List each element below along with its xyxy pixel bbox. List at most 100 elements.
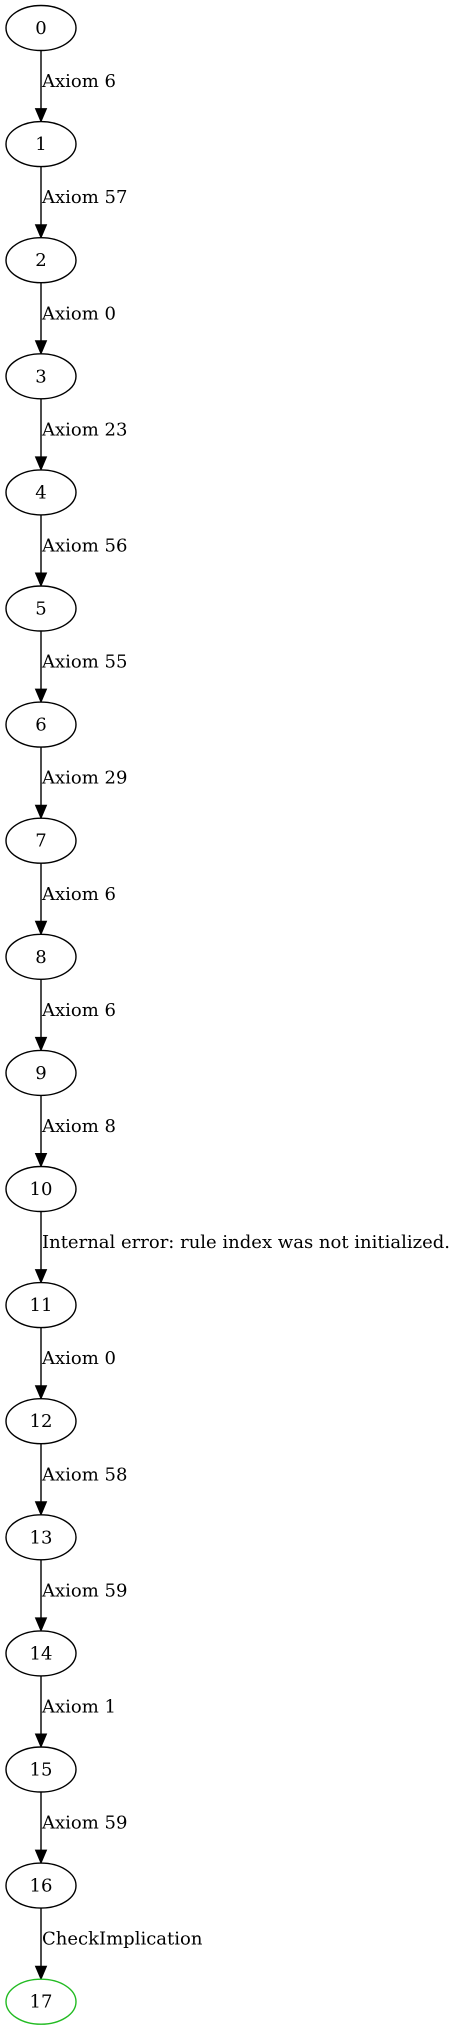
arrowhead-icon (34, 1965, 48, 1981)
edge-label: Axiom 0 (41, 303, 116, 324)
edge-11-12: Axiom 0 (34, 1327, 116, 1400)
arrowhead-icon (34, 1849, 48, 1865)
node-0: 0 (5, 4, 77, 52)
edge-3-4: Axiom 23 (34, 398, 127, 472)
node-ellipse (5, 1630, 77, 1677)
arrowhead-icon (34, 804, 48, 820)
node-label: 6 (35, 715, 46, 736)
node-label: 5 (35, 599, 46, 620)
node-16: 16 (5, 1862, 77, 1909)
node-label: 1 (35, 134, 46, 155)
node-ellipse (5, 1862, 77, 1909)
edge-label: Axiom 55 (41, 652, 127, 673)
arrowhead-icon (34, 920, 48, 936)
edge-15-16: Axiom 59 (34, 1792, 127, 1865)
edge-8-9: Axiom 6 (34, 979, 116, 1052)
edge-5-6: Axiom 55 (34, 631, 127, 704)
edge-label: Axiom 6 (41, 1000, 116, 1021)
edge-label: CheckImplication (42, 1929, 203, 1950)
edge-label: Axiom 57 (41, 187, 127, 208)
node-14: 14 (5, 1630, 77, 1677)
node-ellipse (5, 1978, 77, 2025)
node-label: 2 (35, 250, 46, 271)
node-label: 13 (30, 1527, 53, 1548)
edge-7-8: Axiom 6 (34, 863, 116, 936)
node-ellipse (5, 120, 77, 168)
node-2: 2 (5, 237, 77, 284)
node-10: 10 (5, 1165, 77, 1213)
node-ellipse (5, 1746, 77, 1793)
node-ellipse (5, 585, 77, 632)
node-17: 17 (5, 1978, 77, 2025)
node-ellipse (5, 1049, 77, 1097)
node-ellipse (5, 817, 77, 864)
node-ellipse (5, 1397, 77, 1445)
arrowhead-icon (34, 1501, 48, 1517)
node-6: 6 (5, 701, 77, 748)
edge-label: Axiom 1 (41, 1696, 116, 1717)
arrowhead-icon (34, 1385, 48, 1400)
node-15: 15 (5, 1746, 77, 1793)
node-3: 3 (5, 353, 77, 400)
edge-label: Axiom 23 (41, 419, 127, 440)
node-ellipse (5, 701, 77, 748)
node-1: 1 (5, 120, 77, 168)
node-ellipse (5, 933, 77, 980)
edge-label: Axiom 56 (41, 535, 127, 556)
node-ellipse (5, 469, 77, 516)
node-ellipse (5, 4, 77, 52)
node-ellipse (5, 1165, 77, 1213)
node-ellipse (5, 1281, 77, 1329)
edge-14-15: Axiom 1 (34, 1675, 116, 1749)
arrowhead-icon (34, 1269, 48, 1284)
edge-label: Axiom 8 (41, 1116, 116, 1137)
node-8: 8 (5, 933, 77, 980)
arrowhead-icon (34, 1036, 48, 1052)
edge-label: Axiom 6 (41, 71, 116, 92)
edge-13-14: Axiom 59 (34, 1559, 127, 1633)
edge-label: Axiom 6 (41, 884, 116, 905)
node-4: 4 (5, 469, 77, 516)
node-label: 16 (30, 1876, 53, 1897)
arrowhead-icon (34, 572, 48, 588)
edge-label: Axiom 29 (41, 768, 127, 789)
arrowhead-icon (34, 1733, 48, 1749)
arrowhead-icon (34, 1617, 48, 1633)
edge-label: Axiom 59 (41, 1580, 127, 1601)
node-label: 12 (30, 1411, 53, 1432)
edge-10-11: Internal error: rule index was not initi… (34, 1211, 450, 1284)
edge-9-10: Axiom 8 (34, 1095, 116, 1168)
node-label: 0 (35, 18, 46, 39)
node-label: 9 (35, 1063, 46, 1084)
arrowhead-icon (34, 340, 48, 356)
edge-label: Axiom 0 (41, 1348, 116, 1369)
arrowhead-icon (34, 224, 48, 239)
edge-label: Axiom 58 (41, 1464, 127, 1485)
edge-label: Axiom 59 (41, 1813, 127, 1834)
node-label: 14 (30, 1643, 53, 1664)
edge-1-2: Axiom 57 (34, 166, 127, 239)
edge-2-3: Axiom 0 (34, 282, 116, 356)
node-label: 8 (35, 947, 46, 968)
edge-16-17: CheckImplication (34, 1908, 203, 1981)
node-label: 15 (30, 1760, 53, 1781)
node-label: 10 (30, 1179, 53, 1200)
edge-label: Internal error: rule index was not initi… (42, 1232, 450, 1253)
node-9: 9 (5, 1049, 77, 1097)
node-5: 5 (5, 585, 77, 632)
node-ellipse (5, 237, 77, 284)
node-11: 11 (5, 1281, 77, 1329)
edge-12-13: Axiom 58 (34, 1443, 127, 1517)
node-13: 13 (5, 1514, 77, 1561)
arrowhead-icon (34, 108, 48, 123)
edge-4-5: Axiom 56 (34, 514, 127, 588)
node-12: 12 (5, 1397, 77, 1445)
node-7: 7 (5, 817, 77, 864)
node-label: 11 (30, 1295, 53, 1316)
edge-6-7: Axiom 29 (34, 747, 127, 820)
node-ellipse (5, 1514, 77, 1561)
node-ellipse (5, 353, 77, 400)
edge-0-1: Axiom 6 (34, 50, 116, 123)
arrowhead-icon (34, 688, 48, 704)
